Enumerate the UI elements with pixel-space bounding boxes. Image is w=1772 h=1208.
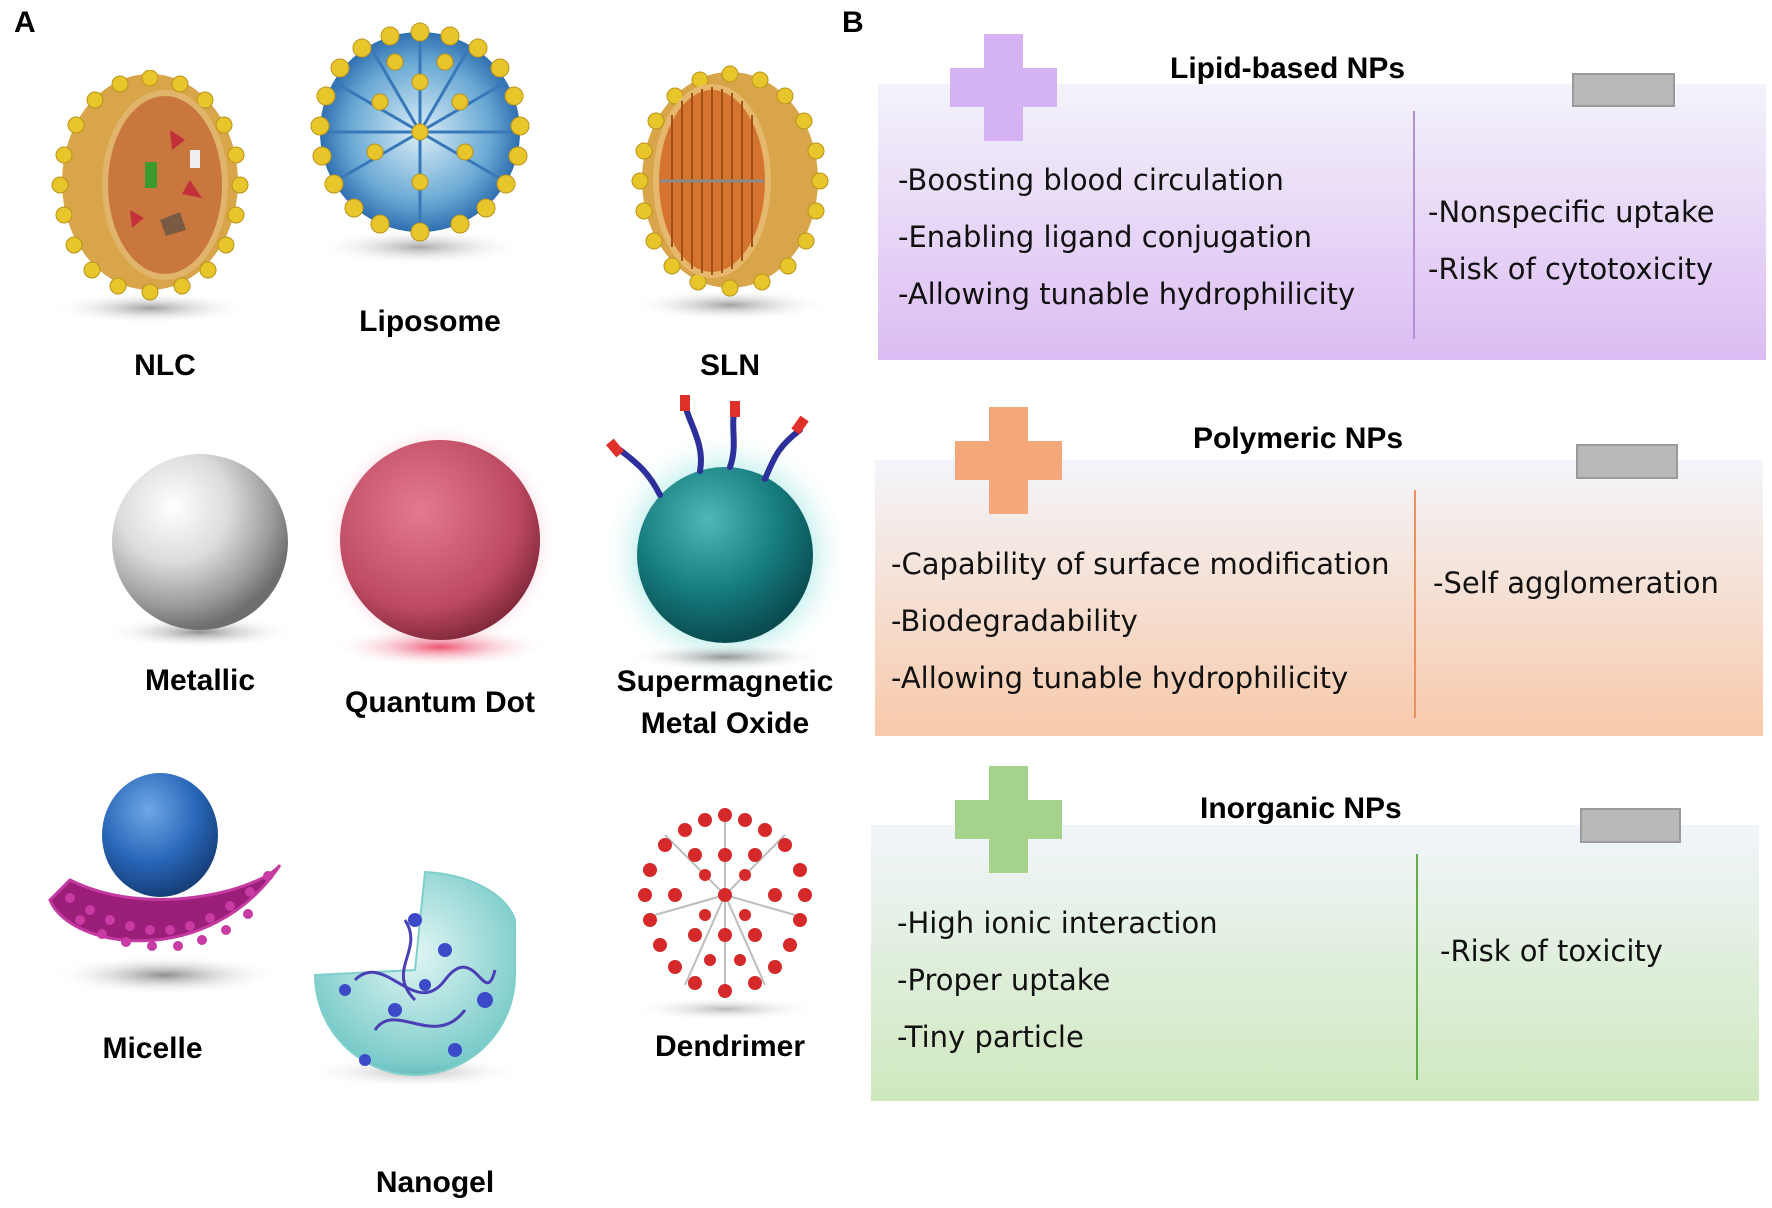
metallic-sphere-icon: [105, 454, 295, 648]
advantage-item: -Allowing tunable hydrophilicity: [898, 277, 1356, 311]
dendrimer-icon: [630, 808, 820, 1021]
disadvantage-item: -Risk of cytotoxicity: [1428, 252, 1714, 286]
panel-b-letter: B: [842, 6, 864, 39]
sln-particle-icon: [630, 65, 830, 321]
liposome-particle-icon: [310, 22, 530, 265]
advantage-item: -Biodegradability: [891, 604, 1138, 638]
disadvantage-item: -Nonspecific uptake: [1428, 195, 1715, 229]
nanogel-icon: [305, 870, 525, 1088]
np-label-liposome: Liposome: [359, 305, 501, 338]
disadvantage-item: -Self agglomeration: [1433, 566, 1719, 600]
np-label-dendrimer: Dendrimer: [654, 1030, 806, 1063]
np-label-metal-oxide: Supermagnetic Metal Oxide: [616, 665, 834, 740]
inorganic-advantages: -High ionic interaction -Proper uptake -…: [897, 895, 1218, 1066]
polymeric-minus-icon: [1576, 444, 1678, 479]
advantage-item: -Tiny particle: [897, 1020, 1084, 1054]
polymeric-divider: [1414, 490, 1416, 718]
lipid-minus-icon: [1572, 73, 1675, 107]
quantum-dot-sphere-icon: [322, 425, 558, 667]
polymeric-advantages: -Capability of surface modification -Bio…: [891, 536, 1390, 707]
polymeric-plus-icon: [955, 407, 1062, 514]
np-label-sln: SLN: [700, 349, 760, 382]
lipid-section-title: Lipid-based NPs: [1170, 52, 1406, 85]
micelle-icon: [48, 773, 282, 995]
inorganic-minus-icon: [1580, 808, 1681, 843]
np-label-nanogel: Nanogel: [375, 1166, 495, 1199]
lipid-plus-icon: [950, 34, 1057, 141]
lipid-section-box: [878, 84, 1766, 360]
advantage-item: -High ionic interaction: [897, 906, 1218, 940]
advantage-item: -Capability of surface modification: [891, 547, 1390, 581]
np-label-metallic: Metallic: [144, 664, 256, 697]
lipid-divider: [1413, 111, 1415, 339]
np-label-quantum-dot: Quantum Dot: [345, 686, 535, 719]
inorganic-section-title: Inorganic NPs: [1200, 792, 1402, 825]
polymeric-section-title: Polymeric NPs: [1193, 422, 1404, 455]
lipid-disadvantages: -Nonspecific uptake -Risk of cytotoxicit…: [1428, 184, 1715, 298]
metal-oxide-sphere-icon: [600, 395, 850, 675]
advantage-item: -Proper uptake: [897, 963, 1111, 997]
advantage-item: -Enabling ligand conjugation: [898, 220, 1313, 254]
nlc-particle-icon: [50, 70, 250, 324]
panel-a-letter: A: [14, 6, 36, 39]
advantage-item: -Boosting blood circulation: [898, 163, 1284, 197]
inorganic-plus-icon: [955, 766, 1062, 873]
np-label-micelle: Micelle: [102, 1032, 203, 1065]
inorganic-disadvantages: -Risk of toxicity: [1440, 923, 1663, 980]
np-label-nlc: NLC: [134, 349, 196, 382]
advantage-item: -Allowing tunable hydrophilicity: [891, 661, 1349, 695]
lipid-advantages: -Boosting blood circulation -Enabling li…: [898, 152, 1355, 323]
polymeric-disadvantages: -Self agglomeration: [1433, 555, 1719, 612]
disadvantage-item: -Risk of toxicity: [1440, 934, 1663, 968]
inorganic-divider: [1416, 854, 1418, 1080]
